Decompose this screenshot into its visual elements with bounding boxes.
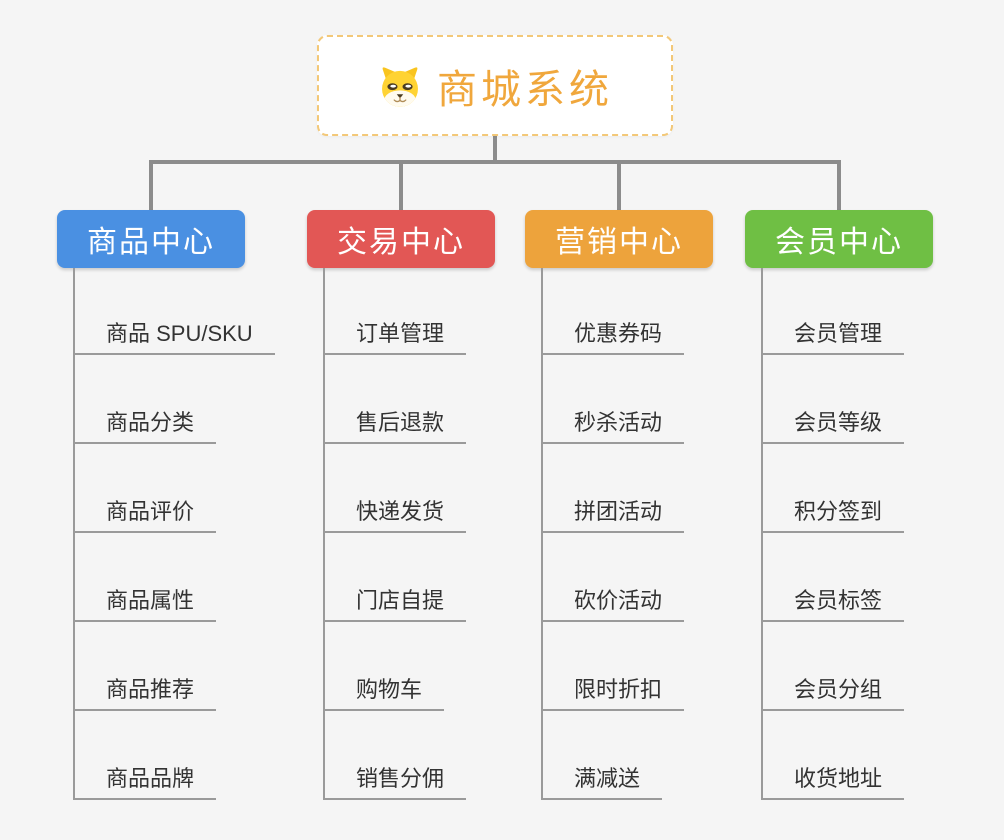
leaf-node[interactable]: 快递发货 [323,498,467,533]
connector-drop-line [399,160,403,210]
leaf-node[interactable]: 收货地址 [761,765,905,800]
leaf-node[interactable]: 商品品牌 [73,765,217,800]
branch-node-4[interactable]: 会员中心 [745,210,933,268]
root-node[interactable]: 商城系统 [317,35,673,136]
leaf-node[interactable]: 优惠券码 [541,320,685,355]
leaf-node[interactable]: 商品推荐 [73,676,217,711]
branch-trunk-line [323,268,325,799]
leaf-node[interactable]: 满减送 [541,765,663,800]
leaf-node[interactable]: 会员管理 [761,320,905,355]
leaf-node[interactable]: 购物车 [323,676,445,711]
leaf-node[interactable]: 积分签到 [761,498,905,533]
leaf-node[interactable]: 会员标签 [761,587,905,622]
root-title: 商城系统 [437,67,613,112]
leaf-node[interactable]: 砍价活动 [541,587,685,622]
leaf-node[interactable]: 商品 SPU/SKU [73,320,275,355]
branch-node-2[interactable]: 交易中心 [307,210,495,268]
connector-drop-line [617,160,621,210]
dog-face-icon [377,63,423,109]
leaf-node[interactable]: 商品分类 [73,409,217,444]
branch-trunk-line [541,268,543,799]
leaf-node[interactable]: 订单管理 [323,320,467,355]
connector-drop-line [837,160,841,210]
leaf-node[interactable]: 门店自提 [323,587,467,622]
root-stub-line [493,136,497,164]
leaf-node[interactable]: 拼团活动 [541,498,685,533]
connector-drop-line [149,160,153,210]
leaf-node[interactable]: 会员分组 [761,676,905,711]
leaf-node[interactable]: 商品属性 [73,587,217,622]
leaf-node[interactable]: 限时折扣 [541,676,685,711]
branch-node-3[interactable]: 营销中心 [525,210,713,268]
leaf-node[interactable]: 商品评价 [73,498,217,533]
branch-node-1[interactable]: 商品中心 [57,210,245,268]
leaf-node[interactable]: 会员等级 [761,409,905,444]
branch-trunk-line [73,268,75,799]
branch-bus-line [149,160,841,164]
leaf-node[interactable]: 秒杀活动 [541,409,685,444]
branch-trunk-line [761,268,763,799]
leaf-node[interactable]: 销售分佣 [323,765,467,800]
leaf-node[interactable]: 售后退款 [323,409,467,444]
